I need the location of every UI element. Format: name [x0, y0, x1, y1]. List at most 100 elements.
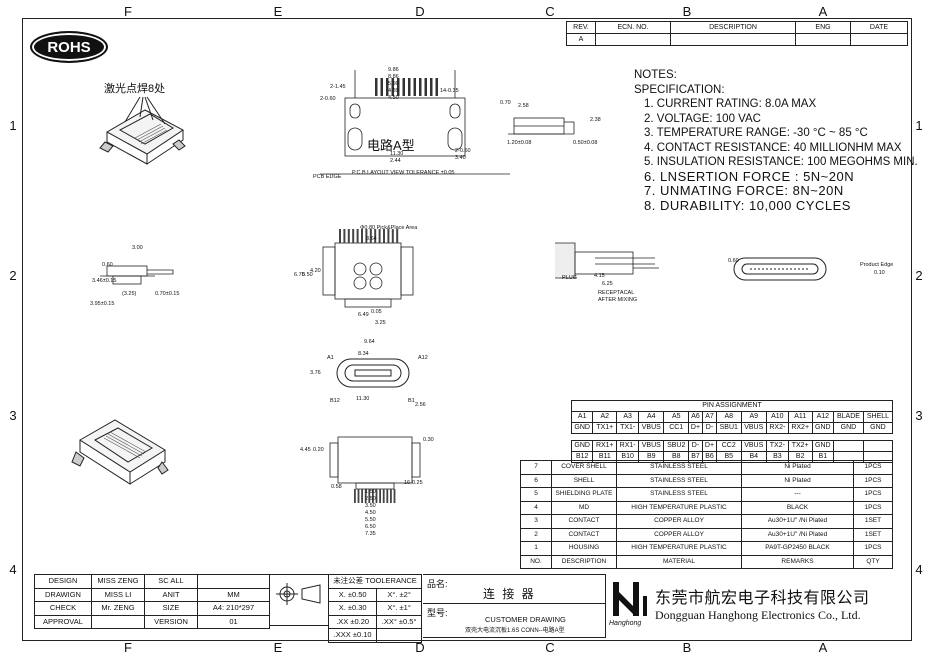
side-profile-view — [100, 265, 174, 285]
tolerance-value — [376, 628, 422, 643]
zone-marker: C — [545, 640, 555, 655]
dim-label: 2.50 — [365, 496, 376, 502]
brand-label: Hanghong — [609, 620, 642, 627]
pin-cell: TX2+ — [787, 440, 813, 452]
zone-marker: 3 — [915, 408, 923, 423]
tolerance-value: .XX° ±0.5° — [376, 614, 422, 629]
title-block-left: DESIGN MISS ZENG SC ALL DRAWIGN MISS LI … — [34, 574, 270, 629]
customer-drawing: CUSTOMER DRAWING — [485, 615, 566, 624]
design-value: MISS ZENG — [91, 574, 145, 589]
zone-marker: 1 — [9, 118, 17, 133]
company-name-cn: 东莞市航宏电子科技有限公司 — [655, 590, 870, 607]
bom-cell: 1PCS — [853, 541, 893, 556]
pin-cell: CC2 — [716, 440, 742, 452]
dim-label: 2-0.60 — [455, 148, 471, 154]
dim-label: 9.86 — [388, 67, 399, 73]
contact-pin — [379, 489, 381, 503]
contact-pin — [386, 78, 389, 96]
receptacal-label: RECEPTACAL — [598, 290, 635, 296]
note-item: 1. CURRENT RATING: 8.0A MAX — [644, 98, 817, 110]
dim-label: 3.76 — [310, 370, 321, 376]
zone-marker: 4 — [915, 562, 923, 577]
contact-pin — [430, 78, 433, 96]
zone-marker: E — [273, 640, 283, 655]
size-value: A4: 210*297 — [197, 601, 270, 616]
dim-label: 8.86 — [388, 74, 399, 80]
bom-cell: 1PCS — [853, 500, 893, 515]
dim-label: 2-0.60 — [320, 96, 336, 102]
contact-pin — [356, 229, 359, 243]
dim-label: 0.50±0.08 — [573, 140, 598, 146]
notes-subtitle: SPECIFICATION: — [634, 83, 725, 96]
dim-label: 0.30 — [423, 437, 434, 443]
bom-cell: 5 — [520, 487, 552, 502]
dim-label: 11.30 — [390, 151, 404, 157]
contact-pin — [368, 489, 371, 503]
contact-pin — [382, 489, 385, 503]
bom-cell: HOUSING — [551, 541, 617, 556]
dim-label: 14-0.35 — [440, 88, 459, 94]
dim-label: 9.64 — [364, 339, 375, 345]
bom-cell: 2 — [520, 527, 552, 542]
pin-cell: RX1+ — [592, 440, 618, 452]
bom-cell: COPPER ALLOY — [616, 514, 742, 529]
contact-pin — [397, 78, 400, 96]
contact-pin — [435, 78, 438, 96]
tolerance-value: X. ±0.50 — [327, 587, 378, 602]
top-view — [322, 229, 414, 308]
contact-pin — [369, 229, 372, 243]
zone-marker: 4 — [9, 562, 17, 577]
contact-pin — [413, 78, 416, 96]
bom-cell: HIGH TEMPERATURE PLASTIC — [616, 500, 742, 515]
date-header: DATE — [850, 21, 908, 34]
dim-label: 0.60 — [728, 258, 739, 264]
bom-cell: 1PCS — [853, 487, 893, 502]
contact-pin — [343, 229, 346, 243]
dim-label: 2.44 — [390, 158, 401, 164]
laser-weld-label: 激光点焊8处 — [104, 83, 166, 95]
dim-label: 0.10 — [874, 270, 885, 276]
pin-cell: A5 — [663, 411, 689, 423]
pin-cell: A10 — [765, 411, 789, 423]
check-value: Mr. ZENG — [91, 601, 145, 616]
pin-cell: GND — [570, 422, 594, 434]
contact-pin — [402, 78, 405, 96]
note-item: 5. INSULATION RESISTANCE: 100 MEGOHMS MI… — [644, 156, 918, 168]
bom-header-qty: QTY — [853, 554, 893, 569]
zone-marker: F — [124, 640, 132, 655]
pin-cell: A9 — [740, 411, 767, 423]
tolerance-value: X°. ±1° — [376, 601, 422, 616]
bom-cell: 7 — [520, 460, 552, 475]
note-item: 8. DURABILITY: 10,000 CYCLES — [644, 197, 851, 213]
pin-cell: A11 — [787, 411, 813, 423]
model-label: 型号: — [427, 608, 448, 618]
pin-cell: SBU1 — [716, 422, 742, 434]
pcb-view-label: P.C.B LAYOUT VIEW TOLERANCE ±0.05 — [352, 170, 455, 176]
dim-label: 6.49 — [358, 312, 369, 318]
contact-pin — [361, 229, 363, 243]
contact-pin — [408, 78, 411, 96]
pick-place-label: Φ0.80 Pick&Place Area — [360, 225, 418, 231]
bom-cell: BLACK — [741, 500, 854, 515]
tolerance-value: .XXX ±0.10 — [327, 628, 378, 643]
bom-cell: CONTACT — [551, 514, 617, 529]
zone-marker: 1 — [915, 118, 923, 133]
pin-cell: GND — [833, 422, 864, 434]
contact-pin — [374, 229, 377, 243]
pin-cell: RX2+ — [787, 422, 813, 434]
pin-cell: A4 — [638, 411, 665, 423]
contact-pin — [354, 489, 356, 503]
pin-cell: A7 — [702, 411, 717, 423]
iso-view-bottom — [71, 419, 169, 485]
pin-table-title: PIN ASSIGNMENT — [571, 400, 893, 412]
description-value — [670, 33, 796, 46]
bom-cell: --- — [741, 487, 854, 502]
bom-cell: STAINLESS STEEL — [616, 473, 742, 488]
contact-pin — [393, 489, 396, 503]
pin-cell: RX2- — [765, 422, 789, 434]
dim-label: 4.45 — [300, 447, 311, 453]
